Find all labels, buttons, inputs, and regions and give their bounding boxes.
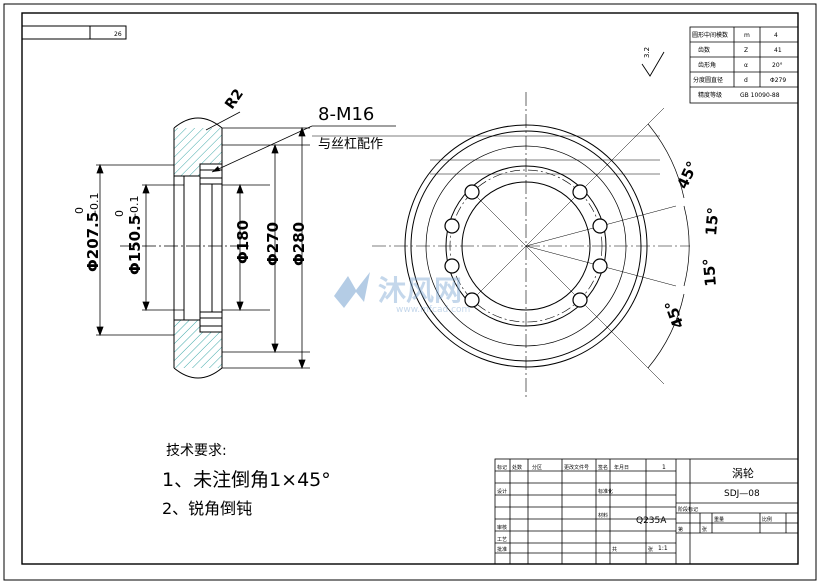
dim-180: Φ180 [234, 220, 252, 264]
dim-280: Φ280 [290, 222, 308, 266]
dim-207-main: Φ207.5 [84, 212, 102, 272]
svg-text:圆形中间模数: 圆形中间模数 [692, 31, 728, 39]
bolt-hole [464, 184, 480, 200]
dim-207-tol-lower: -0.1 [88, 193, 101, 214]
title-block-text: 标记 处数 分区 更改文件号 签名 年月日 设计 标准化 审核 工艺 批准 阶段… [497, 464, 772, 553]
part-name: 涡轮 [732, 466, 754, 480]
roughness-value: 3.2 [643, 47, 651, 58]
watermark-brand: 沐风网 [378, 274, 462, 307]
svg-text:Z: Z [744, 47, 748, 54]
svg-text:41: 41 [774, 47, 782, 54]
outer-border [3, 3, 817, 581]
watermark: 沐风网 www.mfcad.com [334, 272, 470, 315]
inner-frame [21, 12, 799, 565]
svg-text:批准: 批准 [497, 546, 507, 553]
radius-label: R2 [222, 86, 247, 112]
thread-note: 与丝杠配作 [318, 136, 383, 152]
left-dimensions [96, 163, 184, 337]
tech-item-1: 1、未注倒角1×45° [162, 469, 331, 491]
svg-text:GB 10090-88: GB 10090-88 [740, 92, 780, 99]
svg-text:第: 第 [678, 526, 683, 533]
dim-150-main: Φ150.5 [126, 215, 144, 275]
right-dimensions [222, 126, 310, 370]
material: Q235A [636, 516, 667, 526]
tech-item-2: 2、锐角倒钝 [162, 499, 252, 518]
thread-callout: 8-M16 与丝杠配作 [211, 104, 660, 173]
svg-text:处数: 处数 [512, 464, 522, 471]
bolt-hole [592, 218, 608, 234]
svg-text:分区: 分区 [532, 464, 542, 471]
angle-label: 45° [673, 158, 701, 191]
angle-label: 15° [702, 207, 722, 237]
svg-text:标准化: 标准化 [598, 488, 613, 495]
corner-tag: 26 [114, 31, 122, 38]
svg-text:比例: 比例 [762, 516, 772, 523]
bolt-hole [572, 184, 588, 200]
svg-text:设计: 设计 [497, 488, 507, 495]
svg-text:Φ279: Φ279 [770, 77, 786, 84]
bolt-hole [464, 292, 480, 308]
drawing-number: SDJ—08 [724, 489, 760, 499]
roughness-symbol: 3.2 [641, 47, 665, 77]
gear-spec-table [689, 26, 799, 104]
thread-spec: 8-M16 [318, 104, 374, 125]
svg-text:更改文件号: 更改文件号 [564, 464, 589, 471]
watermark-url: www.mfcad.com [396, 305, 470, 315]
svg-text:4: 4 [774, 32, 778, 39]
svg-text:齿数: 齿数 [698, 46, 710, 54]
svg-text:审核: 审核 [497, 524, 507, 531]
svg-text:d: d [744, 77, 748, 84]
svg-text:阶段标记: 阶段标记 [678, 506, 698, 513]
svg-text:m: m [744, 32, 750, 39]
angle-label: 15° [700, 257, 720, 287]
svg-text:签名: 签名 [598, 464, 608, 471]
svg-text:齿形角: 齿形角 [698, 61, 716, 69]
svg-text:α: α [744, 62, 748, 69]
tech-title: 技术要求: [166, 443, 227, 459]
bolt-hole [444, 218, 460, 234]
bolt-hole [444, 258, 460, 274]
spec-table-text: 圆形中间模数 m 4 齿数 Z 41 齿形角 α 20° 分度圆直径 d Φ27… [692, 31, 786, 99]
front-view [372, 92, 690, 400]
radius-leader: R2 [205, 86, 247, 131]
bolt-hole [572, 292, 588, 308]
svg-text:标记: 标记 [497, 464, 507, 471]
title-block [494, 458, 799, 565]
section-view [120, 117, 250, 379]
part-qty: 1 [662, 464, 666, 471]
svg-text:年月日: 年月日 [614, 464, 629, 471]
svg-text:精度等级: 精度等级 [698, 91, 722, 99]
corner-tag-box: 26 [21, 25, 127, 40]
svg-text:材料: 材料 [598, 512, 608, 519]
svg-text:工艺: 工艺 [497, 537, 507, 543]
dim-270: Φ270 [264, 222, 282, 266]
dim-150-tol-lower: -0.1 [128, 196, 141, 217]
watermark-logo-icon [334, 272, 370, 308]
dim-207-tol-upper: 0 [73, 207, 86, 214]
svg-text:重量: 重量 [714, 516, 724, 523]
dim-150-tol-upper: 0 [113, 210, 126, 217]
bolt-hole [592, 258, 608, 274]
svg-text:20°: 20° [772, 62, 783, 69]
scale: 1:1 [658, 545, 668, 552]
svg-text:共: 共 [612, 546, 617, 553]
angle-label: 45° [661, 298, 688, 331]
svg-text:张: 张 [648, 546, 653, 553]
svg-text:张: 张 [702, 526, 707, 533]
svg-text:分度圆直径: 分度圆直径 [693, 76, 723, 84]
bolt-holes [444, 184, 608, 308]
